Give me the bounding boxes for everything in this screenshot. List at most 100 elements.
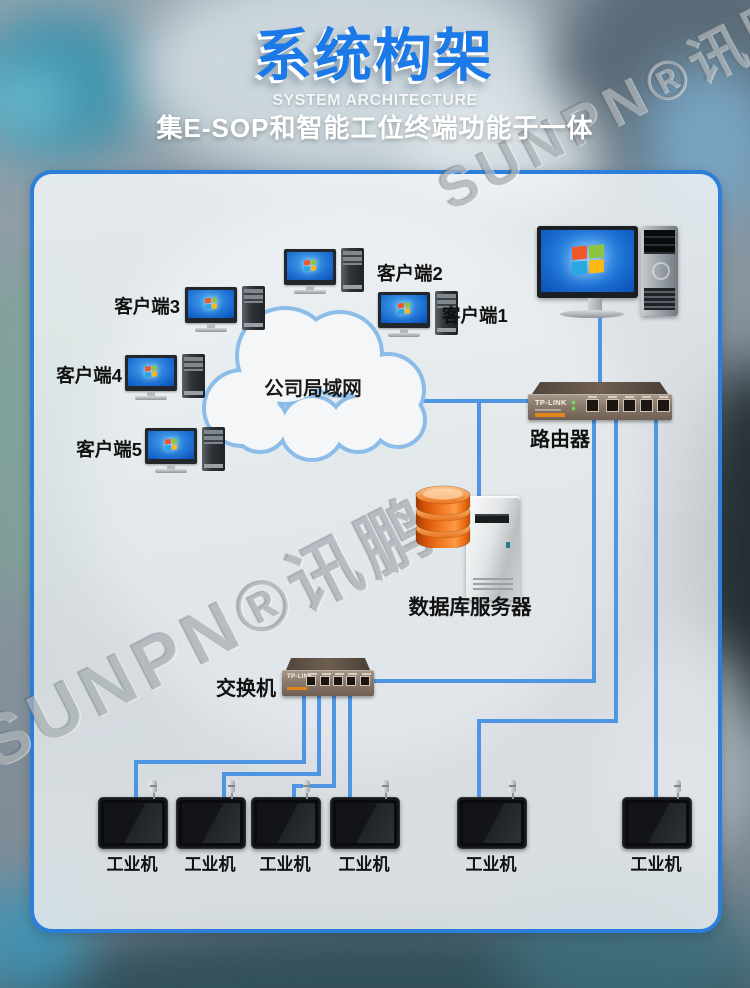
windows-logo-icon <box>145 365 157 378</box>
antenna-icon <box>674 780 681 799</box>
ethernet-port <box>360 673 371 686</box>
client-label-5: 客户端5 <box>76 439 142 460</box>
windows-logo-icon <box>398 302 410 315</box>
switch-device: TP-LINK <box>282 658 374 696</box>
cable-router-switch <box>592 416 596 683</box>
power-light <box>506 542 510 548</box>
page-tagline: 集E-SOP和智能工位终端功能于一体 <box>156 113 594 143</box>
antenna-icon <box>509 780 516 799</box>
windows-logo-icon <box>304 259 316 272</box>
screen <box>104 803 162 843</box>
computer-tower <box>202 427 225 471</box>
drive-slot <box>475 514 509 523</box>
screen <box>182 803 240 843</box>
antenna-icon <box>150 780 157 799</box>
page-subtitle-en: SYSTEM ARCHITECTURE <box>272 92 478 109</box>
tplink-logo: TP-LINK <box>287 674 313 680</box>
ethernet-port <box>346 673 357 686</box>
monitor <box>145 428 197 464</box>
screen <box>188 290 234 318</box>
lan-cloud-label: 公司局域网 <box>264 378 362 400</box>
windows-logo-icon <box>165 438 177 451</box>
client-computer-5 <box>145 427 227 475</box>
industrial-pc-label: 工业机 <box>259 855 311 874</box>
industrial-pc-4 <box>330 780 400 849</box>
cable-switch-pc2 <box>222 772 321 776</box>
client-computer-1 <box>378 291 460 339</box>
cable-switch-pc3 <box>332 692 336 788</box>
industrial-pc-6 <box>622 780 692 849</box>
cable-switch-pc3 <box>292 784 296 799</box>
tower-emblem <box>652 262 670 280</box>
cable-switch-pc4 <box>348 692 352 799</box>
screen <box>148 431 194 459</box>
router-device: TP-LINK <box>528 382 672 420</box>
cable-switch-pc1 <box>134 760 306 764</box>
computer-tower <box>435 291 458 335</box>
drive-bay <box>644 230 675 254</box>
router-label: 路由器 <box>530 429 590 451</box>
monitor-stand <box>588 298 602 312</box>
database-label: 数据库服务器 <box>408 596 532 619</box>
monitor <box>378 292 430 328</box>
vent-lines <box>473 578 513 592</box>
computer-tower <box>341 248 364 292</box>
tower-grille <box>644 288 675 310</box>
screen <box>541 230 634 292</box>
screen <box>257 803 315 843</box>
cable-router-pc6 <box>654 416 658 799</box>
tplink-logo: TP-LINK <box>535 398 567 407</box>
monitor-base <box>560 310 624 318</box>
monitor <box>185 287 237 323</box>
screen <box>128 358 174 386</box>
ethernet-port <box>320 673 331 686</box>
monitor <box>284 249 336 285</box>
cable-router-pc5 <box>614 416 618 723</box>
status-led <box>572 401 575 404</box>
client-label-3: 客户端3 <box>114 296 180 317</box>
industrial-pc-3 <box>251 780 321 849</box>
ethernet-port <box>586 396 599 412</box>
industrial-pc-1 <box>98 780 168 849</box>
database-server-tower <box>466 496 520 600</box>
switch-top-face <box>286 658 370 670</box>
antenna-icon <box>382 780 389 799</box>
cable-switch-pc2 <box>317 692 321 776</box>
screen <box>628 803 686 843</box>
ethernet-port <box>606 396 619 412</box>
ethernet-port <box>333 673 344 686</box>
cable-switch-pc3 <box>292 784 336 788</box>
cable-host-router <box>598 314 602 386</box>
switch-front-face: TP-LINK <box>282 670 374 696</box>
windows-logo-icon <box>571 244 604 275</box>
industrial-pc-label: 工业机 <box>338 855 390 874</box>
cable-switch-pc1 <box>302 692 306 764</box>
industrial-pc-label: 工业机 <box>106 855 158 874</box>
cable-router-pc5 <box>477 719 481 799</box>
database-cylinders-icon <box>415 485 471 548</box>
lan-cloud <box>202 306 427 462</box>
screen <box>287 252 333 280</box>
screen <box>381 295 427 323</box>
client-computer-3 <box>185 286 267 334</box>
client-label-4: 客户端4 <box>56 365 122 386</box>
ethernet-port <box>640 396 653 412</box>
client-computer-2 <box>284 248 366 296</box>
computer-tower <box>182 354 205 398</box>
antenna-icon <box>303 780 310 799</box>
client-label-2: 客户端2 <box>377 263 443 284</box>
industrial-pc-label: 工业机 <box>465 855 517 874</box>
host-monitor <box>537 226 638 298</box>
cable-router-switch <box>370 679 596 683</box>
client-computer-4 <box>125 354 207 402</box>
computer-tower <box>242 286 265 330</box>
screen <box>336 803 394 843</box>
cable-cloud-router <box>418 399 532 403</box>
router-top-face <box>532 382 668 394</box>
orange-strip <box>535 413 565 417</box>
host-tower <box>641 226 678 316</box>
screen <box>463 803 521 843</box>
switch-label: 交换机 <box>216 678 276 700</box>
model-text-bar <box>535 409 561 411</box>
